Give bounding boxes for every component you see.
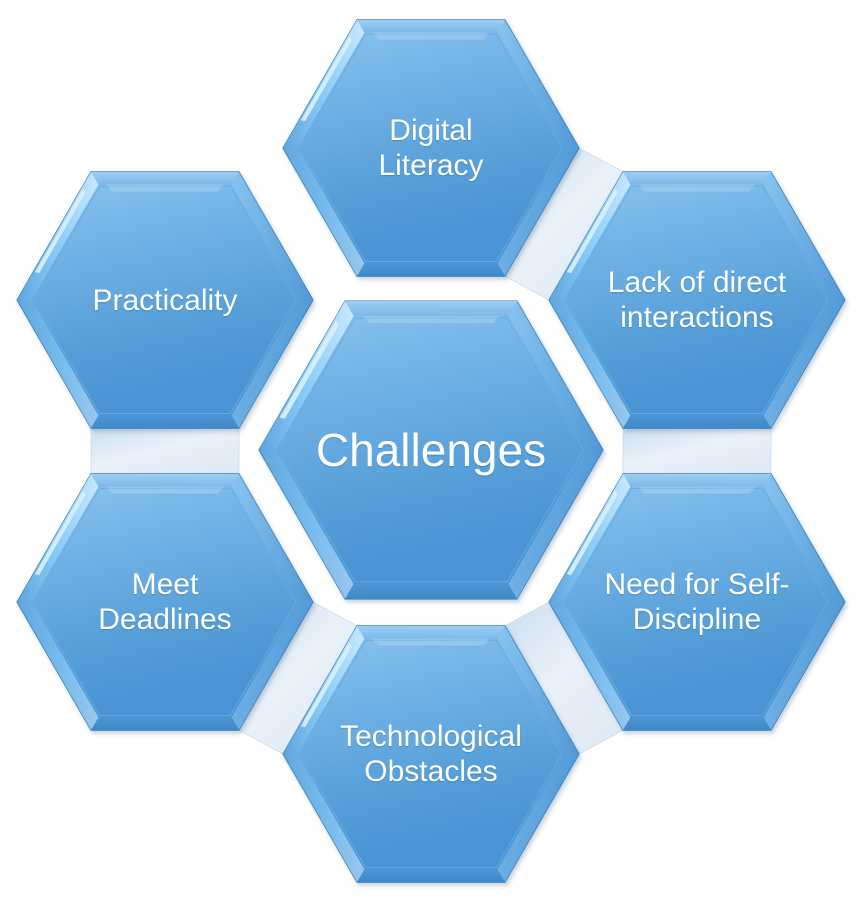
hexagon-top-glow [362, 315, 500, 323]
hexagon-bevel-facet [91, 717, 239, 731]
hexagon-face [33, 488, 297, 716]
hexagon-bevel-facet [231, 602, 313, 731]
hexagon-highlight [566, 188, 618, 274]
hexagon-bevel-facet [345, 584, 517, 599]
hexagon-highlight [300, 642, 352, 728]
hexagon-bevel-facet [357, 19, 505, 33]
hexagon-bevel-facet [497, 754, 579, 883]
hexagon-bevel-facet [497, 19, 579, 148]
hexagon-lack-of-direct-interactions[interactable] [548, 171, 846, 429]
hexagon-need-for-self-discipline[interactable] [548, 473, 846, 731]
hexagon-bevel-facet [357, 625, 505, 639]
hexagon-bevel-facet [357, 263, 505, 277]
hexagon-face [278, 317, 584, 583]
hexagons-layer [16, 19, 846, 883]
hexagon-face [565, 488, 829, 716]
hexagon-bevel-facet [623, 473, 771, 487]
hexagon-bevel-facet [17, 602, 99, 731]
hexagon-top-glow [106, 486, 224, 494]
hexagon-bevel-facet [497, 625, 579, 754]
hexagon-bevel-facet [508, 301, 603, 450]
connector-shape [622, 427, 772, 475]
hexagon-bevel-facet [91, 171, 239, 185]
hexagon-bevel-facet [763, 602, 845, 731]
hexagon-top-glow [372, 32, 490, 40]
hexagon-bevel-facet [357, 869, 505, 883]
hexagon-highlight [34, 188, 86, 274]
hexagon-highlight [34, 490, 86, 576]
hexagon-face [33, 186, 297, 414]
hexagon-bevel-facet [231, 300, 313, 429]
hexagon-digital-literacy[interactable] [282, 19, 580, 277]
connector-topright-to-bottomright [622, 427, 772, 475]
connector-bottomleft-to-topleft [90, 427, 240, 475]
hexagon-technological-obstacles[interactable] [282, 625, 580, 883]
hexagon-highlight [566, 490, 618, 576]
hexagon-bevel-facet [91, 473, 239, 487]
connectors-layer [90, 147, 772, 755]
hexagon-bevel-facet [623, 717, 771, 731]
hexagon-practicality[interactable] [16, 171, 314, 429]
hexagon-meet-deadlines[interactable] [16, 473, 314, 731]
hexagon-bevel-facet [549, 300, 631, 429]
hexagon-top-glow [372, 638, 490, 646]
hexagon-bevel-facet [17, 300, 99, 429]
hexagon-center[interactable] [258, 300, 604, 600]
hexagon-bevel-facet [231, 171, 313, 300]
hexagon-bevel-facet [283, 754, 365, 883]
hexagon-bevel-facet [497, 148, 579, 277]
hexagon-top-glow [638, 184, 756, 192]
hexagon-bevel-facet [549, 602, 631, 731]
hexagon-bevel-facet [763, 300, 845, 429]
hexagon-bevel-facet [763, 171, 845, 300]
hexagon-bevel-facet [259, 450, 354, 599]
hexagon-highlight [279, 320, 340, 419]
connector-shape [90, 427, 240, 475]
hexagon-bevel-facet [345, 301, 517, 316]
hexagon-top-glow [638, 486, 756, 494]
hexagon-top-glow [106, 184, 224, 192]
hexagon-face [299, 640, 563, 868]
hexagon-bevel-facet [763, 473, 845, 602]
hexagon-face [565, 186, 829, 414]
hexagon-bevel-facet [623, 415, 771, 429]
hexagon-bevel-facet [231, 473, 313, 602]
hexagon-bevel-facet [508, 450, 603, 599]
hexagon-bevel-facet [623, 171, 771, 185]
hexagon-bevel-facet [91, 415, 239, 429]
hexagon-face [299, 34, 563, 262]
hexagon-bevel-facet [283, 148, 365, 277]
hexagon-highlight [300, 36, 352, 122]
